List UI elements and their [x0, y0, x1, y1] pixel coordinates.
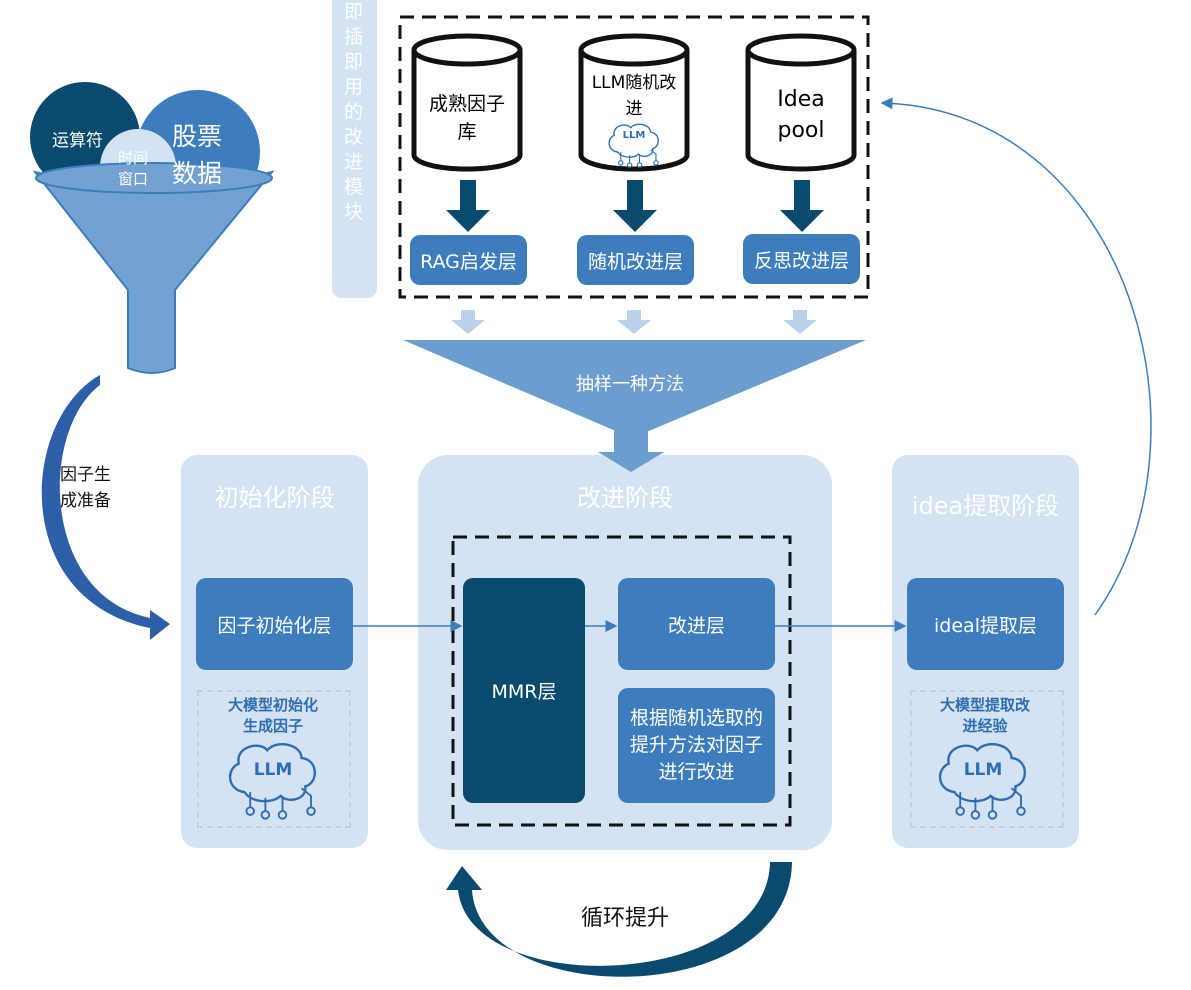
stock-data-label: 股票数据 [172, 122, 223, 188]
init-llm-note: 大模型初始化生成因子 [227, 696, 318, 735]
down-arrows [446, 180, 824, 232]
mature-factor-db: 成熟因子库 [428, 93, 505, 143]
reflect-improve-layer: 反思改进层 [743, 234, 860, 284]
llm-brain-icon-text: LLM [622, 130, 646, 141]
improve-layer: 改进层 [618, 578, 775, 670]
prep-label: 因子生成准备 [60, 465, 111, 511]
idea-extract-layer: ideal提取层 [907, 578, 1064, 670]
llm-random-db: LLM随机改进 [591, 73, 677, 119]
sampling-funnel [403, 340, 866, 438]
idea-stage-title: idea提取阶段 [911, 492, 1060, 520]
loop-label: 循环提升 [580, 906, 669, 931]
llm-brain-icon: LLM [963, 760, 1003, 780]
factor-init-layer: 因子初始化层 [196, 578, 353, 670]
init-stage-title: 初始化阶段 [214, 484, 335, 512]
init-llm-box [197, 690, 351, 828]
plugin-dashed-box [398, 15, 870, 299]
time-window-label: 时间窗口 [118, 149, 149, 188]
idea-llm-box [910, 690, 1064, 828]
sampling-label: 抽样一种方法 [576, 374, 684, 395]
light-arrows [451, 310, 817, 334]
database-icons [411, 33, 857, 172]
improve-stage-title: 改进阶段 [577, 484, 673, 512]
funnel-icon [30, 82, 275, 374]
feedback-arrow [880, 97, 1152, 616]
random-improve-layer: 随机改进层 [577, 235, 694, 285]
prep-arrow [41, 375, 171, 640]
mmr-layer: MMR层 [463, 578, 585, 803]
operator-label: 运算符 [52, 131, 103, 151]
improve-description: 根据随机选取的提升方法对因子进行改进 [618, 688, 775, 803]
plugin-label: 即插即用的改进模块 [344, 1, 364, 223]
llm-brain-icon: LLM [253, 760, 293, 780]
idea-llm-note: 大模型提取改进经验 [940, 696, 1031, 735]
rag-layer: RAG启发层 [410, 235, 527, 285]
idea-pool-db: Idea pool [777, 87, 825, 143]
